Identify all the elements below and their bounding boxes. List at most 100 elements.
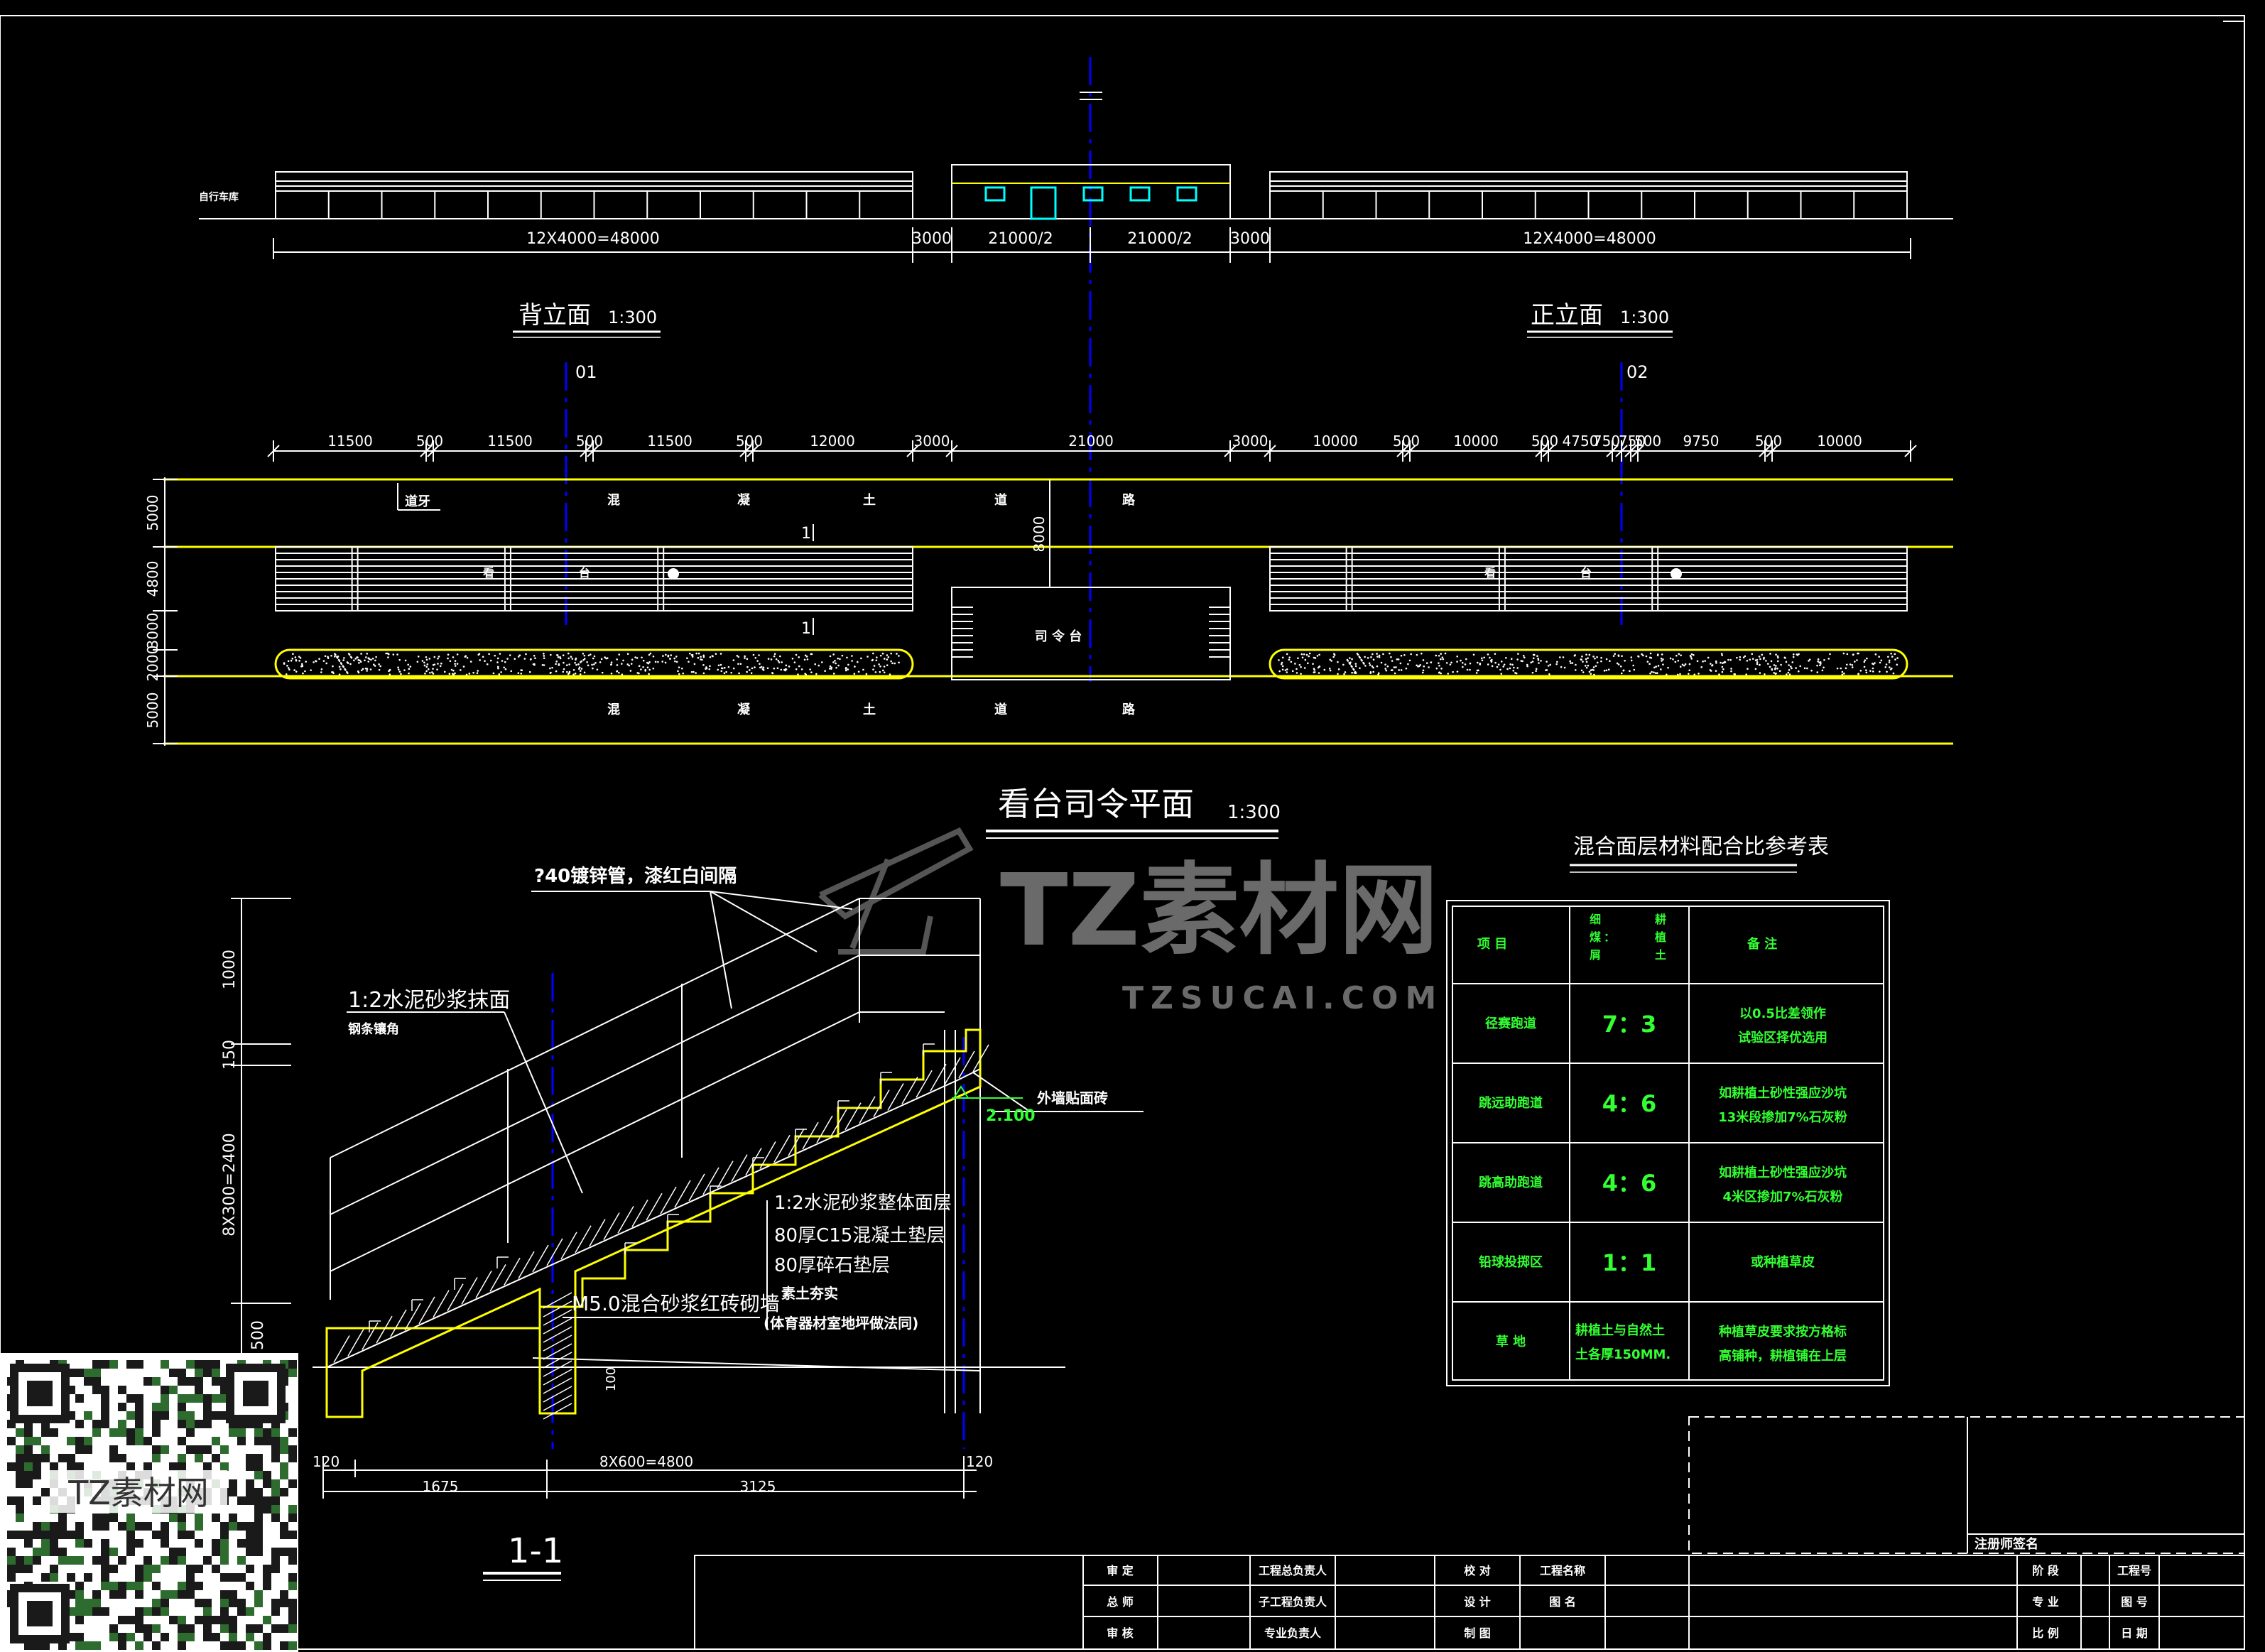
qr-module xyxy=(109,1445,118,1454)
gravel-dot xyxy=(1863,665,1866,668)
gravel-dot xyxy=(1308,652,1311,655)
gravel-dot xyxy=(630,663,633,665)
gravel-dot xyxy=(1562,656,1565,658)
qr-module xyxy=(178,1454,186,1462)
gravel-dot xyxy=(738,672,740,675)
gravel-dot xyxy=(587,664,590,667)
qr-module xyxy=(178,1377,186,1386)
hatch-line xyxy=(844,1102,862,1131)
qr-module xyxy=(41,1428,50,1437)
qr-module xyxy=(229,1633,237,1641)
gravel-dot xyxy=(1353,672,1356,674)
elevation-dimension-line xyxy=(273,227,1911,263)
qr-module xyxy=(288,1573,297,1582)
qr-module xyxy=(263,1616,271,1624)
qr-module xyxy=(288,1445,297,1454)
qr-module xyxy=(263,1437,271,1445)
gravel-dot xyxy=(1469,668,1471,671)
plan-stand-label-left-1: 台 xyxy=(579,566,590,580)
plan-top-dim: 4750 xyxy=(1563,433,1599,450)
qr-module xyxy=(92,1369,101,1377)
qr-module xyxy=(220,1445,229,1454)
gravel-dot xyxy=(452,669,455,672)
gravel-dot xyxy=(664,661,667,664)
title-block-label: 审 核 xyxy=(1107,1626,1134,1640)
gravel-dot xyxy=(891,662,893,665)
gravel-dot xyxy=(1547,665,1550,667)
gravel-dot xyxy=(1754,668,1757,670)
qr-module xyxy=(229,1522,237,1531)
gravel-dot xyxy=(1370,656,1372,658)
qr-module xyxy=(271,1514,280,1522)
hatch-line xyxy=(543,1394,572,1411)
qr-module xyxy=(195,1514,203,1522)
qr-module xyxy=(237,1428,246,1437)
qr-module xyxy=(109,1633,118,1641)
qr-module xyxy=(24,1454,33,1462)
title-block-label: 图 号 xyxy=(2121,1595,2148,1609)
qr-module xyxy=(178,1590,186,1599)
gravel-dot xyxy=(631,658,634,661)
gravel-dot xyxy=(1308,655,1310,658)
gravel-dot xyxy=(1476,661,1479,664)
gravel-dot xyxy=(1698,673,1700,675)
hatch-line xyxy=(447,1283,464,1312)
hatch-line xyxy=(543,1403,572,1420)
qr-module xyxy=(220,1556,229,1565)
road-label-bottom: 道 xyxy=(994,702,1007,717)
axis-label-01: 01 xyxy=(575,362,597,382)
qr-module xyxy=(75,1437,84,1445)
gravel-dot xyxy=(1582,671,1585,673)
gravel-dot xyxy=(1842,652,1845,655)
gravel-dot xyxy=(543,653,545,655)
qr-module xyxy=(186,1360,195,1369)
gravel-dot xyxy=(1367,657,1369,659)
gravel-dot xyxy=(1756,661,1759,663)
qr-module xyxy=(67,1556,75,1565)
section-finish-note-1: 1:2水泥砂浆抹面 xyxy=(348,988,510,1013)
qr-module xyxy=(246,1624,254,1633)
qr-module xyxy=(58,1556,67,1565)
gravel-dot xyxy=(1821,669,1824,672)
qr-module xyxy=(118,1454,126,1462)
gravel-dot xyxy=(610,672,613,675)
qr-module xyxy=(101,1573,109,1582)
gravel-dot xyxy=(1522,654,1525,657)
gravel-dot xyxy=(1890,652,1892,655)
gravel-dot xyxy=(1516,658,1519,661)
gravel-dot xyxy=(1456,661,1458,663)
qr-module xyxy=(186,1420,195,1428)
gravel-dot xyxy=(898,661,900,664)
hatch-line xyxy=(830,1109,847,1137)
gravel-dot xyxy=(454,665,457,667)
gravel-dot xyxy=(705,668,707,670)
qr-module xyxy=(92,1420,101,1428)
gravel-dot xyxy=(1791,667,1793,670)
qr-module xyxy=(280,1548,288,1556)
qr-module xyxy=(135,1641,143,1650)
qr-module xyxy=(178,1369,186,1377)
qr-module xyxy=(195,1522,203,1531)
section-finish-note-2: 钢条镶角 xyxy=(348,1021,399,1037)
qr-module xyxy=(41,1573,50,1582)
gravel-dot xyxy=(325,662,328,665)
gravel-dot xyxy=(1846,653,1849,656)
qr-module xyxy=(195,1454,203,1462)
gravel-dot xyxy=(762,666,765,669)
gravel-dot xyxy=(562,654,565,657)
gravel-dot xyxy=(1730,668,1732,670)
gravel-dot xyxy=(557,656,560,658)
gravel-dot xyxy=(804,654,807,657)
gravel-dot xyxy=(496,657,499,660)
gravel-dot xyxy=(568,663,570,665)
qr-module xyxy=(229,1428,237,1437)
qr-module xyxy=(288,1454,297,1462)
gravel-dot xyxy=(780,668,783,671)
gravel-dot xyxy=(1281,668,1284,671)
qr-module xyxy=(118,1428,126,1437)
qr-module xyxy=(203,1556,212,1565)
gravel-dot xyxy=(1810,669,1813,672)
gravel-dot xyxy=(701,658,703,661)
gravel-dot xyxy=(1605,658,1608,661)
watermark-brand: TZ素材网 xyxy=(1000,853,1438,969)
